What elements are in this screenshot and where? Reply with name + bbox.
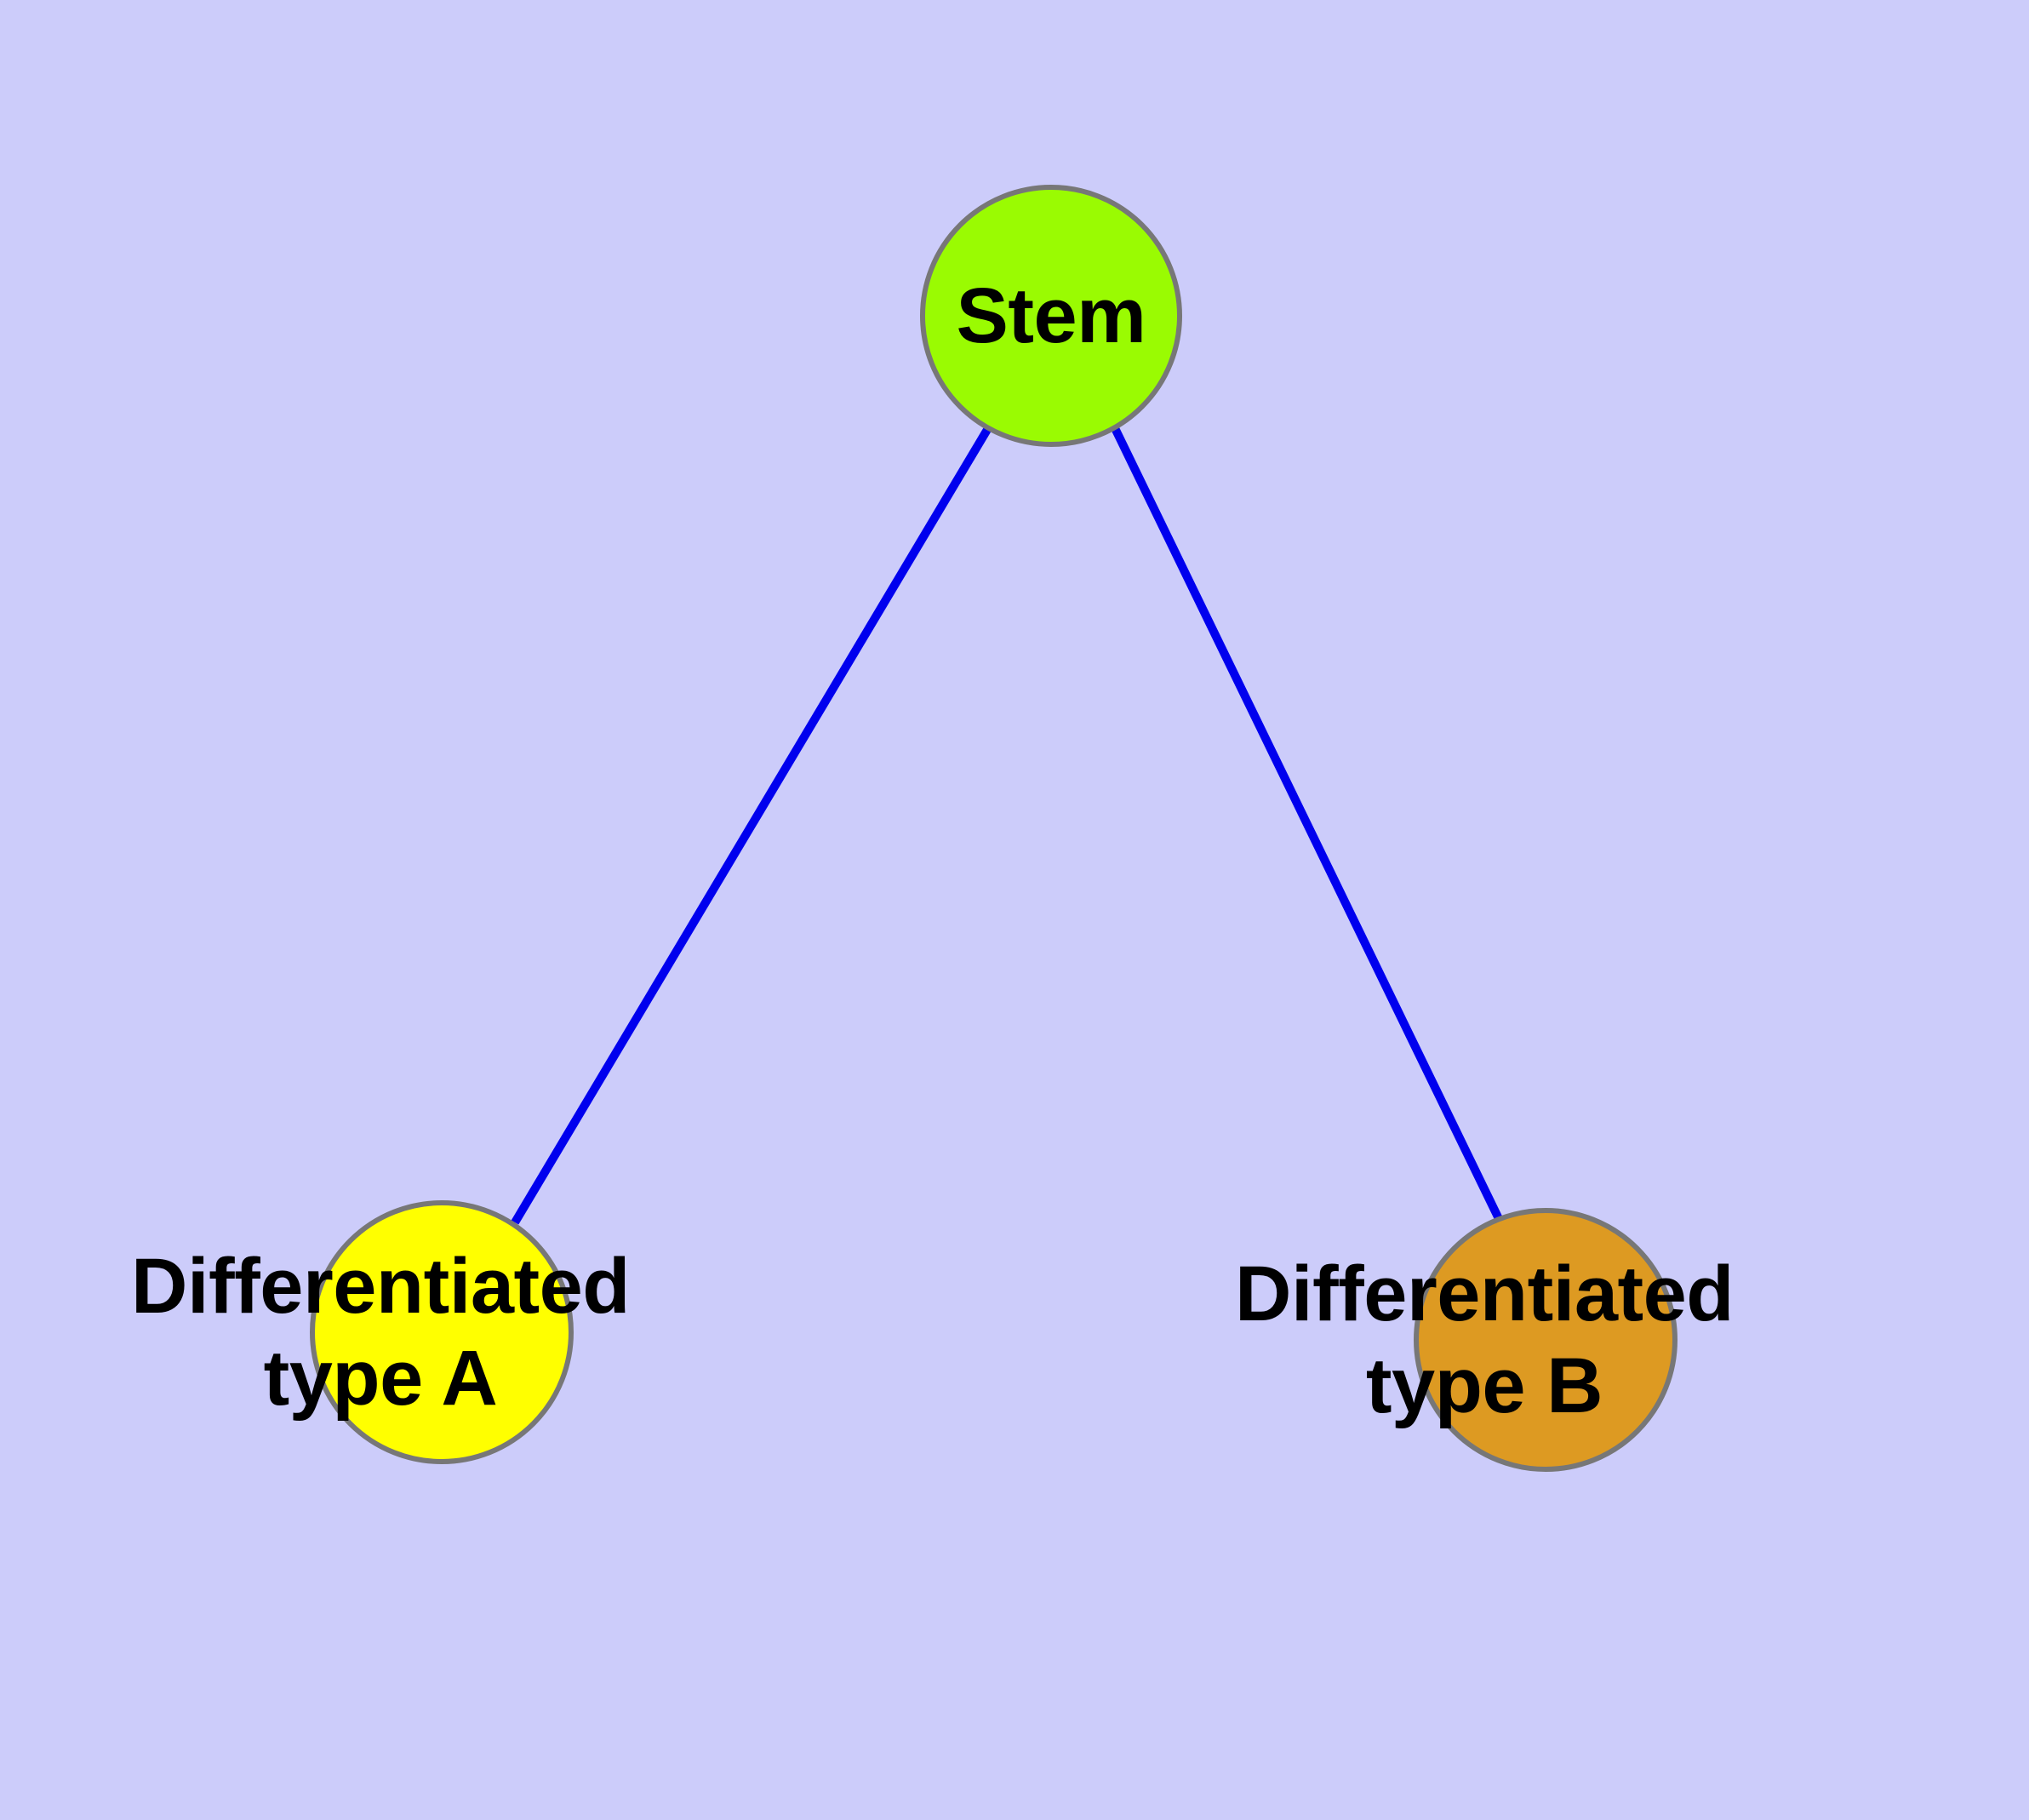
nodes-group	[310, 185, 1677, 1472]
edge-stem-to-diff-b[interactable]	[1111, 426, 1508, 1232]
node-stem[interactable]	[920, 185, 1182, 447]
edge-stem-to-diff-a[interactable]	[511, 426, 992, 1225]
node-differentiated-type-a[interactable]	[310, 1200, 574, 1464]
edges-group	[511, 426, 1508, 1232]
node-differentiated-type-b[interactable]	[1414, 1208, 1677, 1472]
